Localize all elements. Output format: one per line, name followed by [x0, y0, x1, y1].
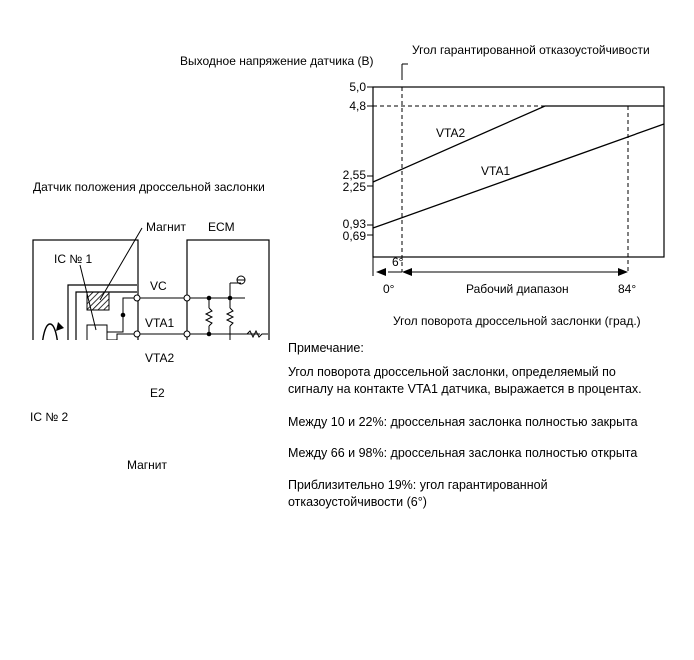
operating-range-label: Рабочий диапазон	[466, 282, 569, 296]
magnet-top-label: Магнит	[146, 220, 187, 234]
rotation-arrow-icon	[42, 323, 58, 340]
chart-ylabel: Выходное напряжение датчика (В)	[180, 54, 374, 68]
y-tick-2-55: 2,55	[342, 168, 366, 182]
series-label-vta2: VTA2	[436, 126, 466, 140]
x-tick-0: 0°	[383, 282, 395, 296]
wire-label-vta1: VTA1	[145, 316, 175, 330]
x-tick-84: 84°	[618, 282, 637, 296]
leader-magnet-top	[99, 227, 143, 301]
circuit-title: Датчик положения дроссельной заслонки	[33, 180, 265, 194]
note-2: Между 10 и 22%: дроссельная заслонка пол…	[288, 415, 638, 429]
chart-frame	[372, 86, 665, 258]
sensor-output-chart	[32, 63, 665, 340]
ecm-label: ECM	[208, 220, 235, 234]
ic1-chip	[86, 324, 108, 340]
ic2-label: IC № 2	[30, 410, 69, 424]
wire-label-vc: VC	[150, 279, 167, 293]
ic1-label: IC № 1	[54, 252, 93, 266]
wire-label-e2: E2	[150, 386, 165, 400]
series-vta2-line	[372, 105, 664, 183]
y-tick-5-0: 5,0	[349, 80, 366, 94]
wire-label-vta2: VTA2	[145, 351, 175, 365]
chart-xlabel: Угол поворота дроссельной заслонки (град…	[393, 314, 641, 328]
y-tick-2-25: 2,25	[342, 180, 366, 194]
leader-ic1	[79, 264, 97, 331]
note-3: Между 66 и 98%: дроссельная заслонка пол…	[288, 446, 638, 460]
note-1-line-2: сигналу на контакте VTA1 датчика, выража…	[288, 382, 642, 396]
fail-safe-label: Угол гарантированной отказоустойчивости	[412, 43, 650, 57]
note-4-line-1: Приблизительно 19%: угол гарантированной	[288, 478, 548, 492]
note-1-line-1: Угол поворота дроссельной заслонки, опре…	[288, 365, 616, 379]
y-tick-4-8: 4,8	[349, 99, 366, 113]
series-label-vta1: VTA1	[481, 164, 511, 178]
magnet-bottom-label: Магнит	[127, 458, 168, 472]
series-vta1-line	[372, 123, 665, 229]
fail-safe-tick: 6°	[392, 255, 404, 269]
note-4-line-2: отказоустойчивости (6°)	[288, 495, 427, 509]
y-tick-0-93: 0,93	[342, 217, 366, 231]
ecm-box	[186, 239, 270, 340]
y-tick-0-69: 0,69	[342, 229, 366, 243]
magnet-top	[86, 291, 110, 311]
notes-heading: Примечание:	[288, 341, 364, 355]
